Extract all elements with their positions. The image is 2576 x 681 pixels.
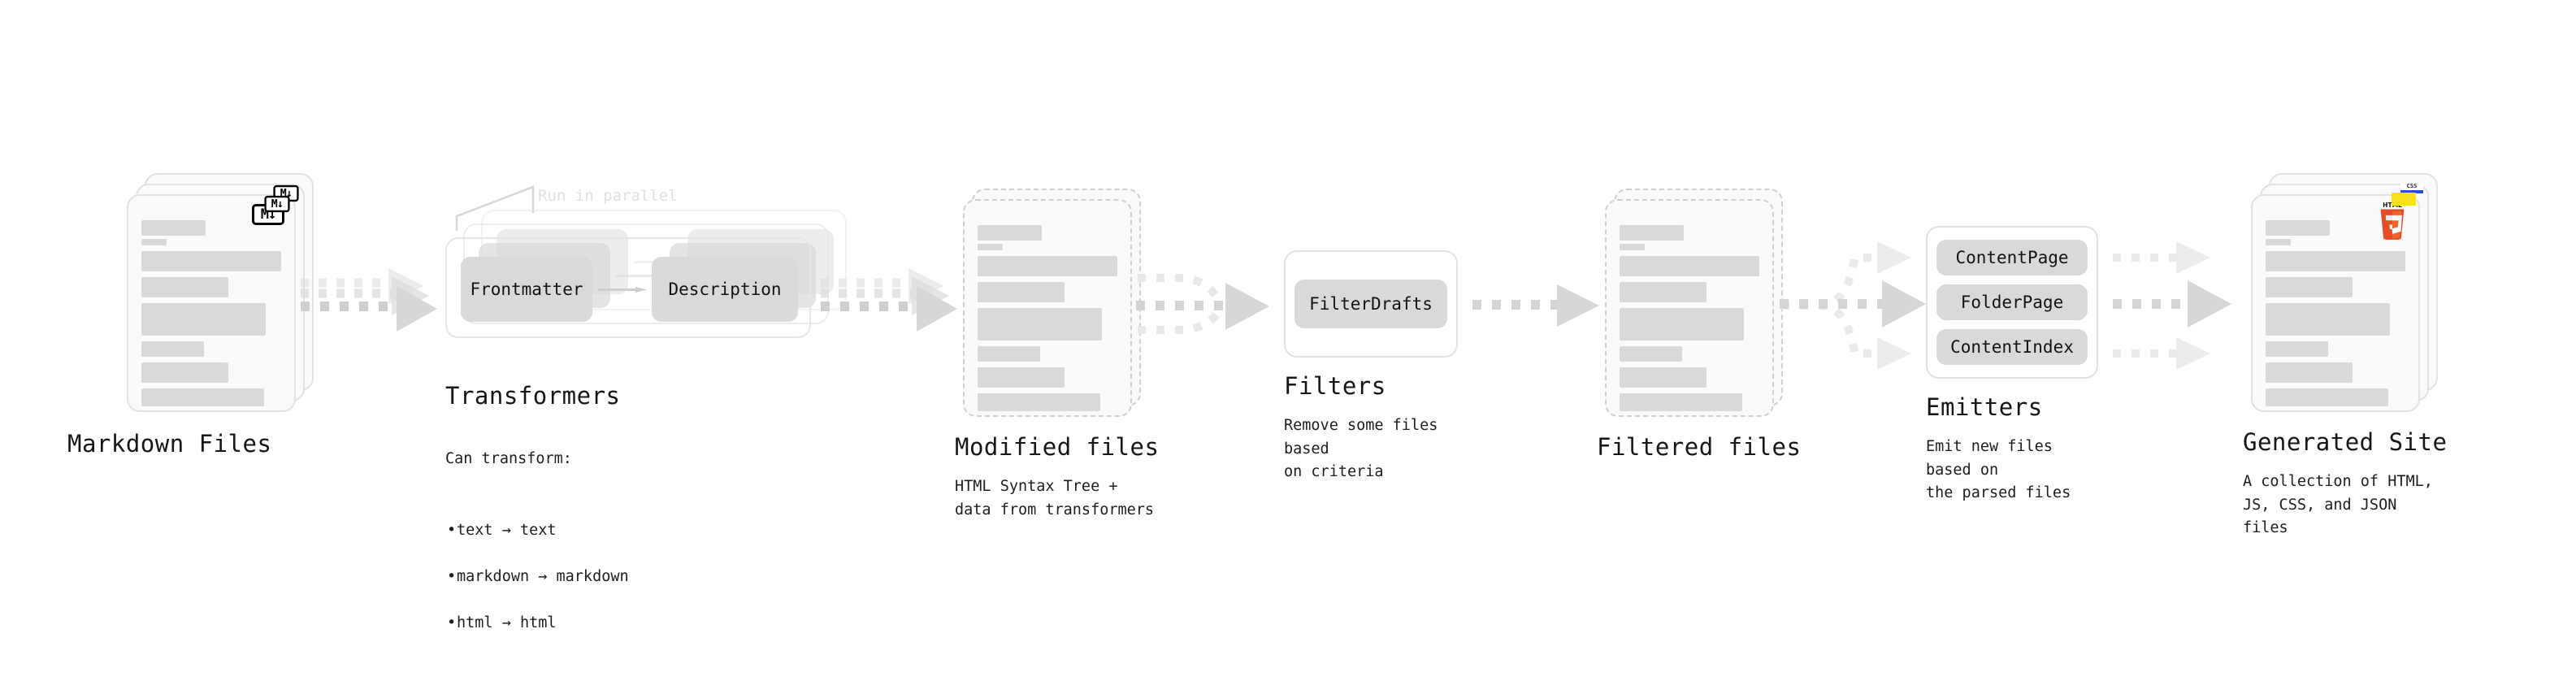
content-bar xyxy=(1620,367,1706,388)
generated-site-subtitle: A collection of HTML, JS, CSS, and JSON … xyxy=(2243,473,2433,537)
markdown-badge-back-1: M↓ xyxy=(264,195,290,213)
content-bar xyxy=(2266,341,2329,357)
modified-files-caption: Modified files HTML Syntax Tree + data f… xyxy=(955,433,1159,522)
js-badge xyxy=(2392,193,2416,206)
content-bar xyxy=(2266,303,2391,336)
emitters-title: Emitters xyxy=(1926,393,2043,421)
content-bar xyxy=(141,239,167,245)
modified-card-content xyxy=(978,225,1117,411)
generated-site-title: Generated Site xyxy=(2243,428,2448,456)
css-badge: CSS xyxy=(2400,183,2423,193)
transformers-subtitle-block: Can transform: text → text markdown → ma… xyxy=(445,424,629,681)
arrow-emitters-to-site xyxy=(2113,241,2231,370)
filtered-card-front xyxy=(1605,199,1774,417)
content-bar xyxy=(1620,225,1685,241)
transformer-panel-1: Frontmatter Description xyxy=(445,237,811,338)
content-bar xyxy=(2266,220,2331,236)
generated-site-caption: Generated Site A collection of HTML, JS,… xyxy=(2243,428,2447,540)
emitters-caption: Emitters Emit new files based on the par… xyxy=(1926,393,2098,505)
markdown-files-title: Markdown Files xyxy=(67,430,272,458)
transformers-title: Transformers xyxy=(445,382,621,410)
transformers-bullet-0: text → text xyxy=(445,519,629,543)
filters-title: Filters xyxy=(1284,372,1386,400)
content-bar xyxy=(978,225,1043,241)
content-bar xyxy=(978,393,1101,411)
generated-card-content xyxy=(2266,220,2405,406)
arrow-markdown-to-transformers xyxy=(301,268,437,332)
arrow-filtered-to-emitters-split xyxy=(1780,241,1926,370)
stage-emitters: ContentPage FolderPage ContentIndex Emit… xyxy=(1926,226,2098,501)
arrow-modified-to-filters-merge xyxy=(1136,274,1269,334)
run-in-parallel-bracket xyxy=(455,185,535,231)
arrow-filters-to-filtered xyxy=(1472,284,1599,327)
content-bar xyxy=(978,308,1103,340)
stage-filters: FilterDrafts Filters Remove some files b… xyxy=(1284,250,1458,480)
transformer-pill-description: Description xyxy=(652,257,798,322)
content-bar xyxy=(1620,346,1683,362)
emitters-subtitle: Emit new files based on the parsed files xyxy=(1926,438,2071,502)
emitter-pill-contentindex: ContentIndex xyxy=(1936,329,2088,365)
content-bar xyxy=(1620,393,1743,411)
content-bar xyxy=(978,367,1065,388)
content-bar xyxy=(141,303,267,336)
content-bar xyxy=(978,244,1003,250)
transformer-inner-arrow xyxy=(598,287,647,293)
arrow-transformers-to-modified xyxy=(821,268,957,332)
modified-files-subtitle: HTML Syntax Tree + data from transformer… xyxy=(955,478,1155,518)
filters-caption: Filters Remove some files based on crite… xyxy=(1284,372,1458,484)
content-bar xyxy=(141,341,205,357)
markdown-files-caption: Markdown Files xyxy=(67,430,271,458)
svg-text:HTML: HTML xyxy=(2383,202,2402,209)
content-bar xyxy=(2266,277,2353,297)
modified-card-front xyxy=(963,199,1132,417)
transformers-caption: Transformers Can transform: text → text … xyxy=(445,382,629,681)
content-bar xyxy=(2266,239,2291,245)
filtered-files-caption: Filtered files xyxy=(1597,433,1801,461)
content-bar xyxy=(978,256,1117,276)
content-bar xyxy=(2266,388,2389,406)
modified-files-title: Modified files xyxy=(955,433,1160,461)
transformers-bullet-1: markdown → markdown xyxy=(445,566,629,589)
filters-subtitle: Remove some files based on criteria xyxy=(1284,417,1438,481)
content-bar xyxy=(978,346,1041,362)
emitter-pill-folderpage: FolderPage xyxy=(1936,284,2088,320)
content-bar xyxy=(2266,251,2405,271)
content-bar xyxy=(141,220,206,236)
content-bar xyxy=(141,388,265,406)
transformers-subtitle: Can transform: xyxy=(445,449,572,467)
content-bar xyxy=(1620,256,1759,276)
html5-icon: HTML xyxy=(2380,202,2405,240)
content-bar xyxy=(141,277,228,297)
content-bar xyxy=(1620,244,1645,250)
emitter-pill-contentpage: ContentPage xyxy=(1936,240,2088,275)
run-in-parallel-label: Run in parallel xyxy=(538,187,678,205)
transformers-bullet-2: html → html xyxy=(445,612,629,635)
stage-transformers: Run in parallel Frontmatter Description … xyxy=(445,185,847,635)
filter-pill-filterdrafts: FilterDrafts xyxy=(1295,280,1447,328)
filtered-files-title: Filtered files xyxy=(1597,433,1802,461)
markdown-card-content xyxy=(141,220,281,406)
filtered-card-content xyxy=(1620,225,1759,411)
transformers-bullet-list: text → text markdown → markdown html → h… xyxy=(445,496,629,659)
content-bar xyxy=(1620,308,1745,340)
transformer-stack: Frontmatter Description Frontmatter Desc… xyxy=(445,210,847,372)
emitters-group-box: ContentPage FolderPage ContentIndex xyxy=(1926,226,2098,379)
markdown-card-front: M↓ xyxy=(127,194,296,412)
content-bar xyxy=(978,282,1065,302)
content-bar xyxy=(141,362,228,383)
content-bar xyxy=(2266,362,2353,383)
content-bar xyxy=(141,251,281,271)
generated-card-html: HTML xyxy=(2251,194,2420,412)
content-bar xyxy=(1620,282,1706,302)
filters-group-box: FilterDrafts xyxy=(1284,250,1458,358)
transformer-pill-frontmatter: Frontmatter xyxy=(461,257,592,322)
